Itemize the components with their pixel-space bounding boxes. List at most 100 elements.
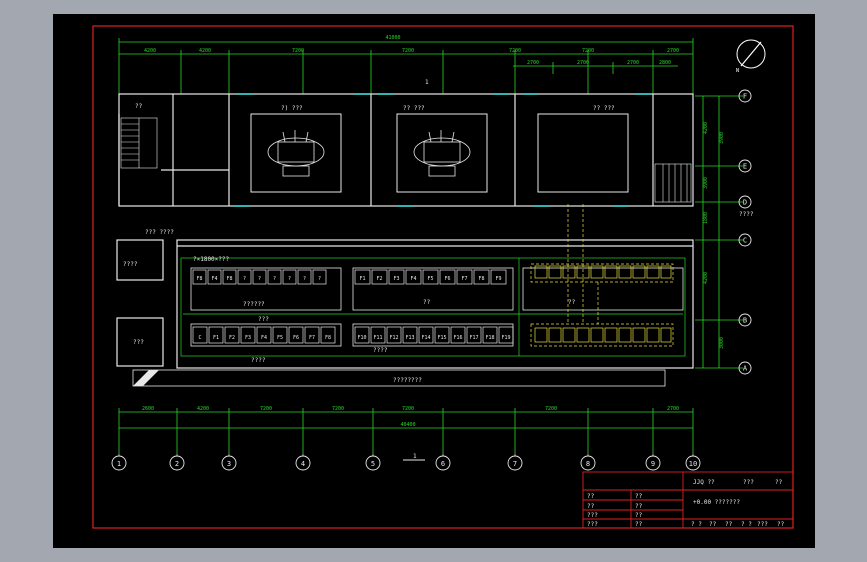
room-b-label: ?? ??? — [403, 105, 425, 112]
title-row-3-b: ?? — [635, 512, 643, 519]
cabinet-r1l-cell — [297, 269, 312, 285]
stairs-west — [120, 117, 158, 169]
north-label: N — [736, 68, 739, 74]
cabinet-r2l-cell — [272, 326, 288, 344]
hall-3-label: ?? — [568, 299, 576, 306]
grid-col-bubble — [507, 455, 523, 471]
corridor-east-label: ???? — [251, 357, 266, 364]
title-row-4-a: ??? — [587, 521, 598, 528]
grid-col-label: 5 — [371, 460, 375, 468]
cabinet-r2l-label: F6 — [293, 335, 299, 341]
cabinet-r2m-label: F13 — [405, 335, 414, 341]
cabinet-r2m-cell — [466, 326, 482, 344]
cabinet-r2m-label: F11 — [373, 335, 382, 341]
top-room-labels: ?? ?) ??? ?? ??? ?? ??? 1 — [135, 79, 615, 112]
grid-row-bubble — [738, 313, 752, 327]
cabinet-r2m-label: F19 — [501, 335, 510, 341]
cabinet-r2l-cell — [192, 326, 208, 344]
grid-row-label: A — [743, 365, 748, 373]
grid-col-label: 4 — [301, 460, 305, 468]
cabinet-r1l-cell — [312, 269, 327, 285]
cabinet-r2m-cell — [354, 326, 370, 344]
cabinet-r1l-cell — [207, 269, 222, 285]
transformer-b — [413, 130, 471, 177]
grid-col-label: 9 — [651, 460, 655, 468]
title-block-name: ??? — [743, 479, 754, 486]
cabinet-r1m-label: F8 — [478, 276, 484, 282]
cabinet-r1l-label: ? — [318, 276, 321, 282]
cabinet-r1m-cell — [456, 269, 473, 285]
right-dim-2: 3900 — [703, 177, 709, 189]
cabinet-r2l-label: F8 — [325, 335, 331, 341]
cabinet-r1m-label: F2 — [376, 276, 382, 282]
grid-row-label: D — [743, 199, 747, 207]
top-dim-1: 4200 — [144, 48, 156, 54]
cabinet-r1m-label: F5 — [427, 276, 433, 282]
cabinet-r2m-cell — [482, 326, 498, 344]
cabinet-r2m-label: F15 — [437, 335, 446, 341]
cabinet-r2l-label: F4 — [261, 335, 267, 341]
bottom-strip-label: ???????? — [393, 377, 422, 384]
bottom-dim-4: 7200 — [332, 406, 344, 412]
grid-row-bubble — [738, 89, 752, 103]
yellow-cabinet-zone — [530, 204, 674, 347]
grid-col-bubble — [645, 455, 661, 471]
right-segment-dims: 4200 3900 1800 4200 3900 3000 — [703, 122, 725, 349]
cabinet-r2l-label: F7 — [309, 335, 315, 341]
top-sub-dim-1: 2700 — [527, 60, 539, 66]
cabinet-r2l-cell — [320, 326, 336, 344]
title-row-1-a: ?? — [587, 493, 595, 500]
top-dim-7: 2700 — [667, 48, 679, 54]
drawing-sheet: 41000 4200 4200 7200 7200 7200 7200 2700… — [53, 14, 815, 548]
cabinet-r2m-cell — [450, 326, 466, 344]
grid-row-label: C — [743, 237, 747, 245]
window-marks — [233, 93, 651, 207]
north-arrow-circle — [736, 39, 766, 69]
title-block-project: JJQ ?? — [693, 479, 715, 486]
hall-labels: ?????? ?? ?? ??? ???? ???? ???? ??? ??? … — [123, 211, 754, 364]
south-entry-label: ???? — [739, 211, 754, 218]
cabinet-r1m-cell — [439, 269, 456, 285]
top-dimension-lines — [118, 38, 694, 94]
title-row-1-b: ?? — [635, 493, 643, 500]
grid-col-label: 6 — [441, 460, 445, 468]
title-row-4-b: ?? — [635, 521, 643, 528]
cabinet-r1m-label: F9 — [495, 276, 501, 282]
west-door-label: ??? ???? — [145, 229, 174, 236]
transformer-a — [267, 130, 325, 177]
top-dim-6: 7200 — [582, 48, 594, 54]
west-mid-room-label: ???? — [123, 261, 138, 268]
grid-col-bubble — [365, 455, 381, 471]
cabinet-r2l-cell — [256, 326, 272, 344]
title-row-2-b: ?? — [635, 503, 643, 510]
grid-col-bubble — [221, 455, 237, 471]
bottom-dim-6: 7200 — [545, 406, 557, 412]
room-c-label: ?? ??? — [593, 105, 615, 112]
cabinet-r1l-cell — [237, 269, 252, 285]
cabinet-r1l-label: F4 — [211, 276, 217, 282]
title-bottom-3: ?? — [725, 521, 733, 528]
cabinet-r2l-label: C — [198, 335, 201, 341]
grid-row-label: F — [743, 93, 747, 101]
right-dim-6: 3000 — [719, 337, 725, 349]
cabinet-r2m-cell — [434, 326, 450, 344]
cabinet-r1m-label: F6 — [444, 276, 450, 282]
bottom-hatched-strip — [132, 369, 666, 387]
title-row-3-a: ??? — [587, 512, 598, 519]
title-block-elevation: +0.00 ??????? — [693, 499, 740, 506]
room-topleft-label: ?? — [135, 103, 143, 110]
bottom-dim-3: 7200 — [260, 406, 272, 412]
west-low-room-label: ??? — [133, 339, 144, 346]
title-bottom-5: ??? — [757, 521, 768, 528]
cabinet-r1l-label: ? — [273, 276, 276, 282]
room-a-label: ?) ??? — [281, 105, 303, 112]
top-sub-dim-3: 2700 — [627, 60, 639, 66]
cabinet-r1m-cell — [422, 269, 439, 285]
cabinet-r2m-label: F10 — [357, 335, 366, 341]
bottom-dim-7: 2700 — [667, 406, 679, 412]
cabinet-r2l-cell — [288, 326, 304, 344]
cabinet-r2l-cell — [224, 326, 240, 344]
